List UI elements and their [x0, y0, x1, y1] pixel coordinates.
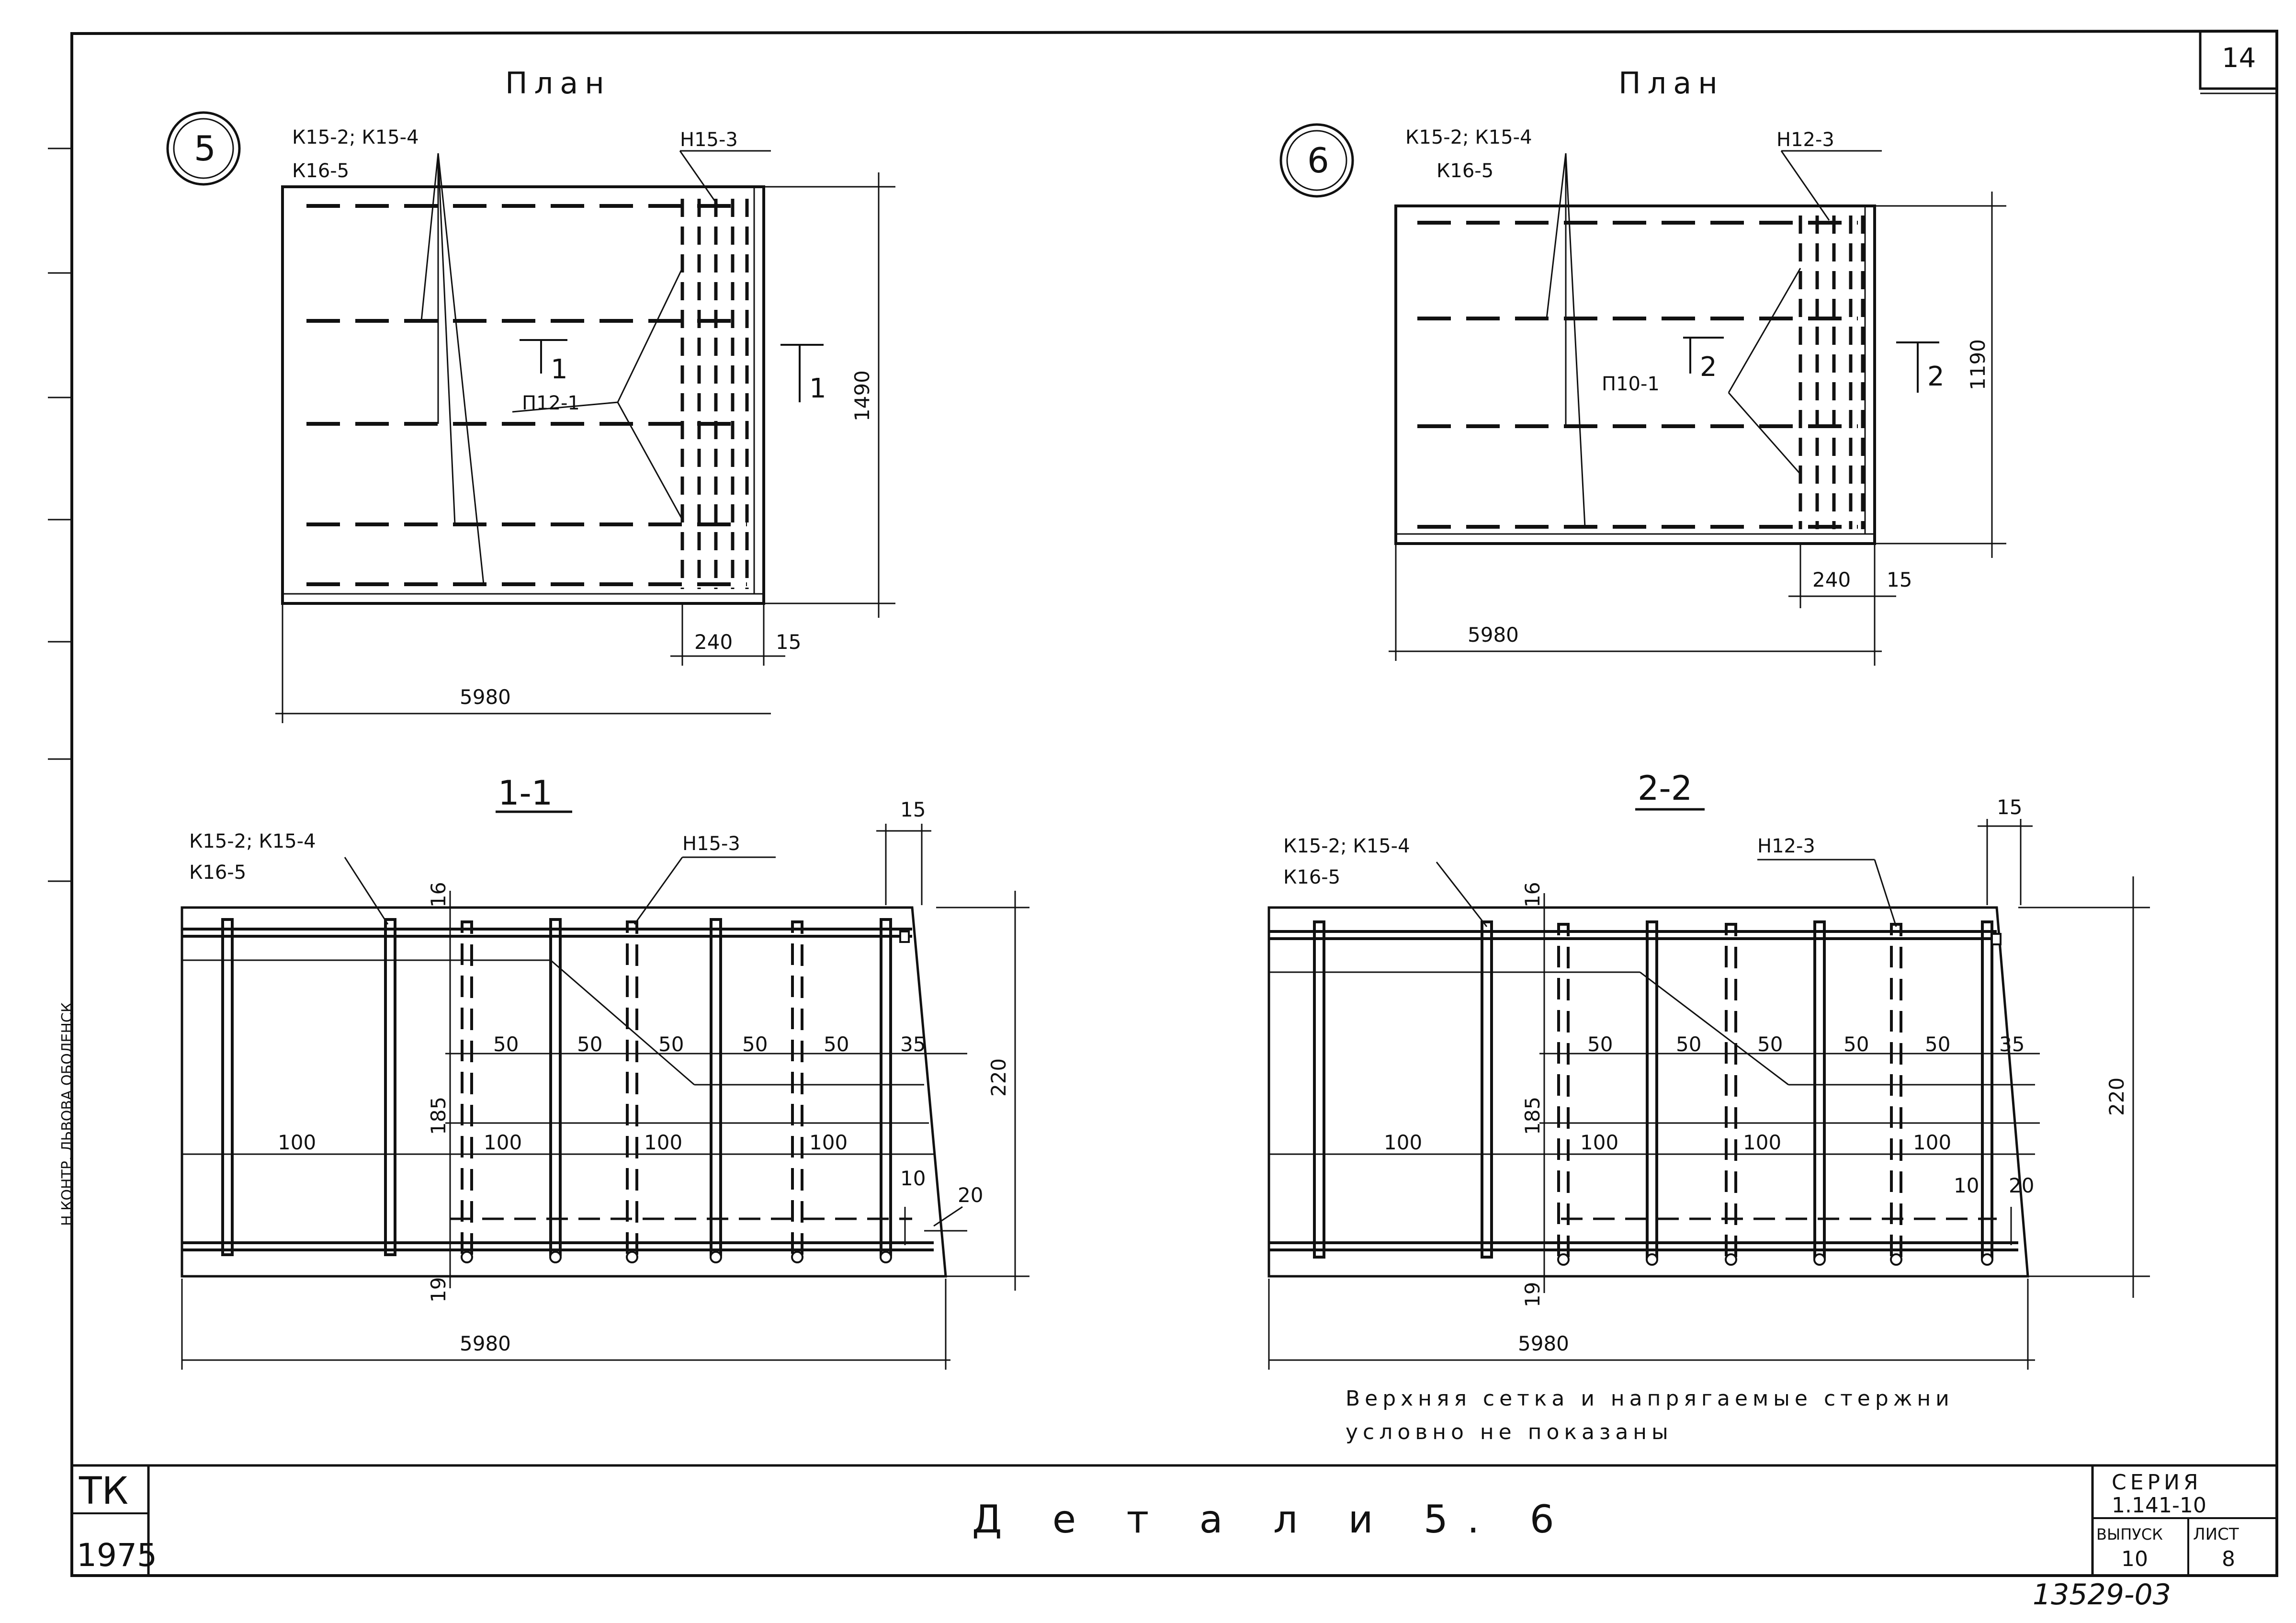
series-label: СЕРИЯ: [2112, 1470, 2202, 1495]
section-1-1-label-k16: К16-5: [189, 862, 246, 884]
series-value: 1.141-10: [2112, 1493, 2206, 1518]
section-2-2-label-k15: К15-2; К15-4: [1283, 835, 1410, 857]
section-1-1-d5980: 5980: [460, 1332, 511, 1355]
sheet-title: Д е т а л и 5. 6: [972, 1497, 1573, 1542]
archive-number: 13529-03: [2033, 1578, 2171, 1612]
section-2-2-d15: 15: [1997, 795, 2022, 819]
detail-6-dim-15: 15: [1887, 568, 1912, 591]
detail-5-dim-width: 1490: [850, 370, 874, 421]
section-2-2-d5980: 5980: [1518, 1332, 1569, 1355]
section-1-1-label-n: Н15-3: [682, 833, 740, 855]
section-1-1-d50-2: 50: [577, 1033, 602, 1056]
detail-5-label-k15: К15-2; К15-4: [292, 126, 419, 148]
detail-5-label-n: Н15-3: [680, 129, 738, 151]
detail-6-marker: [1279, 123, 1354, 198]
detail-6-number: 6: [1307, 140, 1329, 181]
detail-5-number: 5: [194, 128, 216, 169]
detail-5-cut-left: 1: [551, 354, 568, 385]
section-1-1-d19: 19: [427, 1277, 450, 1303]
section-2-2-d100-3: 100: [1743, 1131, 1781, 1154]
section-1-1-d100-2: 100: [484, 1131, 522, 1154]
section-1-1: 1-1 К15-2; К15-4 К16-5 Н15-3: [181, 773, 1029, 1370]
section-1-1-d50-5: 50: [824, 1033, 849, 1056]
detail-6-label-n: Н12-3: [1776, 129, 1834, 151]
detail-5-marker: [166, 111, 241, 186]
section-2-2: 2-2 К15-2; К15-4 К16-5 Н12-3: [1267, 769, 2150, 1370]
section-1-1-d220: 220: [987, 1058, 1010, 1097]
title-year: 1975: [77, 1537, 157, 1574]
section-1-1-d100-4: 100: [809, 1131, 848, 1154]
section-2-2-label-k16: К16-5: [1283, 866, 1340, 888]
detail-6-dim-width: 1190: [1966, 339, 1990, 390]
section-2-2-d19: 19: [1521, 1282, 1544, 1307]
detail-5-label-p: П12-1: [522, 392, 580, 414]
detail-5-dim-length: 5980: [460, 685, 511, 709]
section-2-2-d35: 35: [1999, 1033, 2025, 1056]
section-1-1-d185: 185: [427, 1097, 450, 1135]
note-line-1: Верхняя сетка и напрягаемые стержни: [1346, 1386, 1954, 1411]
sheet-frame: [48, 29, 2278, 1577]
section-2-2-d10: 10: [1954, 1174, 1979, 1197]
section-2-2-d185: 185: [1521, 1097, 1544, 1135]
detail-6-cut-right: 2: [1927, 361, 1945, 392]
list-value: 8: [2222, 1547, 2235, 1571]
section-1-1-d15: 15: [900, 798, 926, 821]
list-label: ЛИСТ: [2193, 1525, 2239, 1544]
section-2-2-d220: 220: [2105, 1078, 2128, 1116]
section-2-2-d20: 20: [2009, 1174, 2034, 1197]
sheet-number: 14: [2222, 43, 2256, 74]
section-2-2-d100-2: 100: [1580, 1131, 1618, 1154]
detail-5-caption: План: [505, 66, 611, 101]
detail-6-caption: План: [1618, 66, 1724, 101]
section-1-1-d16: 16: [427, 882, 450, 908]
section-2-2-d100-4: 100: [1913, 1131, 1951, 1154]
title-org: ТК: [79, 1470, 128, 1513]
section-1-1-title: 1-1: [498, 773, 553, 813]
section-1-1-d100-1: 100: [278, 1131, 316, 1154]
section-1-1-d20: 20: [958, 1183, 983, 1207]
side-stamp: Н.КОНТР. ЛЬВОВА ОБОЛЕНСК: [59, 1002, 76, 1226]
detail-5-dim-15: 15: [776, 630, 801, 654]
section-1-1-d35: 35: [900, 1033, 926, 1056]
section-1-1-d50-1: 50: [493, 1033, 519, 1056]
detail-6-cut-left: 2: [1700, 352, 1717, 383]
section-2-2-d50-4: 50: [1844, 1033, 1869, 1056]
section-1-1-d10: 10: [900, 1167, 926, 1190]
detail-6-label-p: П10-1: [1602, 373, 1660, 395]
section-2-2-d50-2: 50: [1676, 1033, 1701, 1056]
section-1-1-d50-3: 50: [658, 1033, 684, 1056]
detail-6-label-k16: К16-5: [1436, 160, 1493, 182]
issue-label: ВЫПУСК: [2096, 1525, 2163, 1544]
section-2-2-d50-5: 50: [1925, 1033, 1950, 1056]
section-2-2-d50-1: 50: [1587, 1033, 1613, 1056]
detail-6-plan: 6 План К15-2; К15-4 К16-5 Н12-3 П10-1: [1279, 66, 2006, 666]
detail-5-label-k16: К16-5: [292, 160, 349, 182]
detail-6-dim-length: 5980: [1468, 623, 1519, 647]
section-2-2-d100-1: 100: [1384, 1131, 1422, 1154]
detail-5-cut-right: 1: [809, 373, 826, 404]
detail-6-dim-240: 240: [1812, 568, 1851, 591]
issue-value: 10: [2121, 1547, 2148, 1571]
detail-5-dim-240: 240: [694, 630, 733, 654]
detail-5-plan: 5 План К15-2; К15-4 К16-5 Н15-3 П12-1: [166, 66, 895, 723]
section-2-2-title: 2-2: [1638, 769, 1692, 808]
section-2-2-label-n: Н12-3: [1757, 835, 1815, 857]
section-2-2-d16: 16: [1521, 882, 1544, 908]
note-line-2: условно не показаны: [1346, 1420, 1673, 1444]
detail-6-label-k15: К15-2; К15-4: [1405, 126, 1532, 148]
section-1-1-d50-4: 50: [742, 1033, 768, 1056]
section-2-2-d50-3: 50: [1757, 1033, 1783, 1056]
section-1-1-label-k15: К15-2; К15-4: [189, 830, 316, 852]
section-1-1-d100-3: 100: [644, 1131, 682, 1154]
